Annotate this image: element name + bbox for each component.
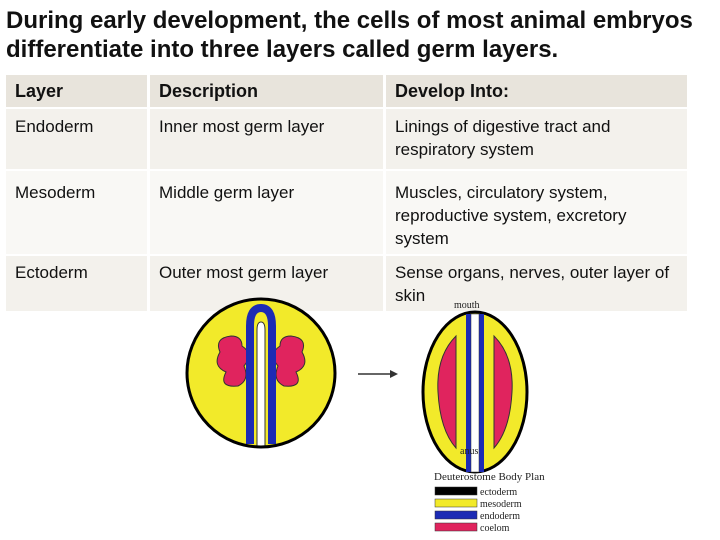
cell-layer: Mesoderm xyxy=(6,170,149,256)
table-row-endoderm: Endoderm Inner most germ layer Linings o… xyxy=(6,108,687,171)
left-gut-tube xyxy=(246,303,276,446)
legend-label: coelom xyxy=(480,523,510,534)
embryo-diagram-svg: mouth anus Deuterostome Body Plan ectode… xyxy=(185,297,545,534)
header-layer: Layer xyxy=(6,75,149,109)
table-header-row: Layer Description Develop Into: xyxy=(6,75,687,109)
left-coelom-pouch xyxy=(216,335,249,387)
right-left-coelom xyxy=(437,334,457,450)
right-embryo xyxy=(421,310,529,474)
legend-label: endoderm xyxy=(480,511,520,522)
germ-layers-table: Layer Description Develop Into: Endoderm… xyxy=(6,75,687,313)
header-develop-into: Develop Into: xyxy=(383,75,687,109)
right-gut-lumen xyxy=(470,313,480,473)
cell-layer: Endoderm xyxy=(6,108,149,171)
cell-develop-into: Muscles, circulatory system, reproductiv… xyxy=(383,170,687,256)
cell-develop-into: Sense organs, nerves, outer layer of ski… xyxy=(383,255,687,313)
cell-layer: Ectoderm xyxy=(6,255,149,313)
cell-develop-into: Linings of digestive tract and respirato… xyxy=(383,108,687,171)
cell-description: Inner most germ layer xyxy=(147,108,385,171)
legend-item-endoderm: endoderm xyxy=(434,510,520,522)
table-row-mesoderm: Mesoderm Middle germ layer Muscles, circ… xyxy=(6,170,687,256)
legend-item-coelom: coelom xyxy=(434,522,510,534)
legend-item-mesoderm: mesoderm xyxy=(434,498,522,510)
header-description: Description xyxy=(147,75,385,109)
label-anus: anus xyxy=(460,446,478,457)
right-right-coelom xyxy=(493,334,513,450)
legend-label: ectoderm xyxy=(480,487,517,498)
legend-title: Deuterostome Body Plan xyxy=(434,471,545,483)
legend: ectoderm mesoderm endoderm coelom xyxy=(434,486,522,534)
left-ectoderm-ring xyxy=(185,297,337,449)
slide-title: During early development, the cells of m… xyxy=(6,7,693,63)
embryo-diagram: mouth anus Deuterostome Body Plan ectode… xyxy=(154,296,570,540)
right-coelom-pouch xyxy=(273,335,306,387)
legend-item-ectoderm: ectoderm xyxy=(434,486,517,498)
left-embryo xyxy=(185,297,337,449)
label-mouth: mouth xyxy=(454,300,480,311)
cell-description: Middle germ layer xyxy=(147,170,385,256)
legend-label: mesoderm xyxy=(480,499,522,510)
arrow xyxy=(358,370,398,378)
